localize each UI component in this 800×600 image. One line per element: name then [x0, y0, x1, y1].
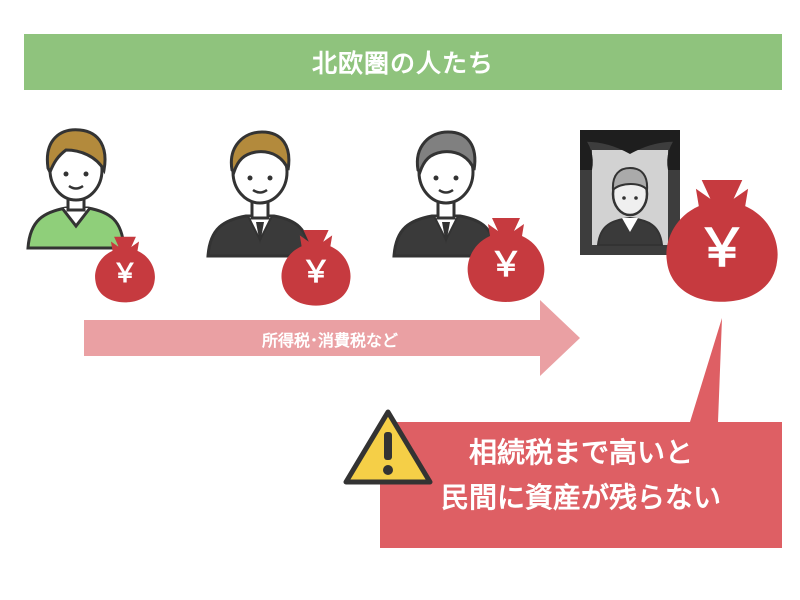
flow-label: 所得税･消費税など: [261, 331, 398, 350]
money-bag-icon: ￥: [95, 236, 155, 303]
middle-aged-man-icon: [392, 130, 498, 258]
page-title: 北欧圏の人たち: [311, 49, 494, 78]
flow-arrow: [84, 300, 580, 376]
title-banner: 北欧圏の人たち: [24, 34, 782, 90]
bag-symbol: ￥: [696, 219, 748, 279]
bag-symbol: ￥: [112, 259, 138, 289]
callout-line-1: 相続税まで高いと: [468, 436, 693, 469]
bag-symbol: ￥: [301, 255, 331, 290]
young-person-icon: [26, 128, 126, 250]
callout-text: 相続税まで高いと 民間に資産が残らない: [380, 430, 782, 520]
adult-man-icon: [206, 130, 312, 258]
money-bag-icon: ￥: [467, 218, 545, 302]
money-bag-icon: ￥: [281, 230, 351, 306]
warning-icon: [343, 409, 433, 485]
callout-box: [380, 318, 782, 548]
memorial-portrait-icon: [580, 130, 680, 255]
bag-symbol: ￥: [489, 245, 523, 285]
callout-line-2: 民間に資産が残らない: [440, 481, 721, 514]
money-bag-icon: ￥: [666, 180, 778, 302]
